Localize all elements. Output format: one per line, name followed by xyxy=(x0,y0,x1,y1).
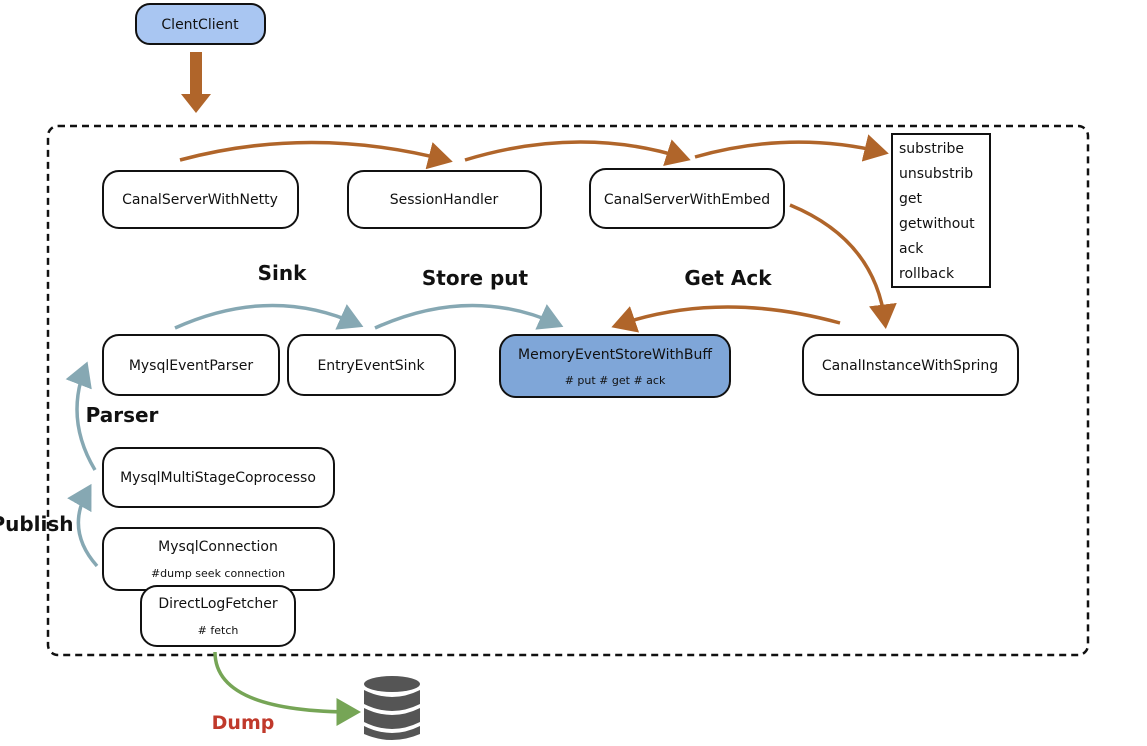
server-boundary xyxy=(46,124,1090,657)
label-get-ack: Get Ack xyxy=(684,266,772,290)
node-sublabel: # put # get # ack xyxy=(565,374,666,387)
node-mysql-connection: MysqlConnection #dump seek connection xyxy=(102,527,335,591)
client-node: ClentClient xyxy=(135,3,266,45)
api-item: getwithout xyxy=(899,216,975,232)
label-publish: Publish xyxy=(0,512,74,536)
label-parser: Parser xyxy=(86,403,159,427)
label-sink: Sink xyxy=(258,261,307,285)
label-dump: Dump xyxy=(212,712,275,734)
node-direct-log-fetcher: DirectLogFetcher # fetch xyxy=(140,585,296,647)
node-label: EntryEventSink xyxy=(317,358,425,374)
api-item: get xyxy=(899,191,923,207)
arrow-netty-session xyxy=(179,140,453,170)
api-item: unsubstrib xyxy=(899,166,973,182)
node-mysql-event-parser: MysqlEventParser xyxy=(102,334,280,396)
node-label: MemoryEventStoreWithBuff xyxy=(518,347,712,363)
client-down-arrow xyxy=(181,52,211,113)
arrow-instance-store xyxy=(611,305,841,333)
api-item: ack xyxy=(899,241,924,257)
node-sublabel: #dump seek connection xyxy=(151,567,285,580)
node-canal-server-embed: CanalServerWithEmbed xyxy=(589,168,785,229)
node-memory-event-store: MemoryEventStoreWithBuff # put # get # a… xyxy=(499,334,731,398)
arrow-connection-coprocessor xyxy=(67,483,99,568)
node-canal-server-netty: CanalServerWithNetty xyxy=(102,170,299,229)
node-label: MysqlEventParser xyxy=(129,358,254,374)
label-store-put: Store put xyxy=(422,266,529,290)
node-session-handler: SessionHandler xyxy=(347,170,542,229)
node-sublabel: # fetch xyxy=(198,624,239,637)
node-label: SessionHandler xyxy=(390,192,499,208)
arrow-embed-api xyxy=(694,134,889,162)
api-item: rollback xyxy=(899,266,955,282)
arrow-parser-sink xyxy=(174,303,364,330)
arrow-coprocessor-parser xyxy=(65,361,97,471)
arrow-embed-instance xyxy=(789,203,897,329)
node-label: MysqlConnection xyxy=(158,539,278,555)
client-label: ClentClient xyxy=(161,17,239,33)
node-entry-event-sink: EntryEventSink xyxy=(287,334,456,396)
arrow-session-embed xyxy=(464,139,691,167)
node-label: MysqlMultiStageCoprocesso xyxy=(120,470,316,486)
arrow-sink-store xyxy=(374,303,564,330)
node-label: DirectLogFetcher xyxy=(158,596,277,612)
arrow-dump xyxy=(213,651,361,726)
node-label: CanalServerWithNetty xyxy=(122,192,278,208)
api-list: substribe unsubstrib get getwithout ack … xyxy=(891,133,991,288)
node-label: CanalServerWithEmbed xyxy=(604,192,770,208)
node-canal-instance-spring: CanalInstanceWithSpring xyxy=(802,334,1019,396)
node-label: CanalInstanceWithSpring xyxy=(822,358,998,374)
node-mysql-multistage-coprocessor: MysqlMultiStageCoprocesso xyxy=(102,447,335,508)
api-item: substribe xyxy=(899,141,964,157)
database-icon xyxy=(364,676,420,740)
